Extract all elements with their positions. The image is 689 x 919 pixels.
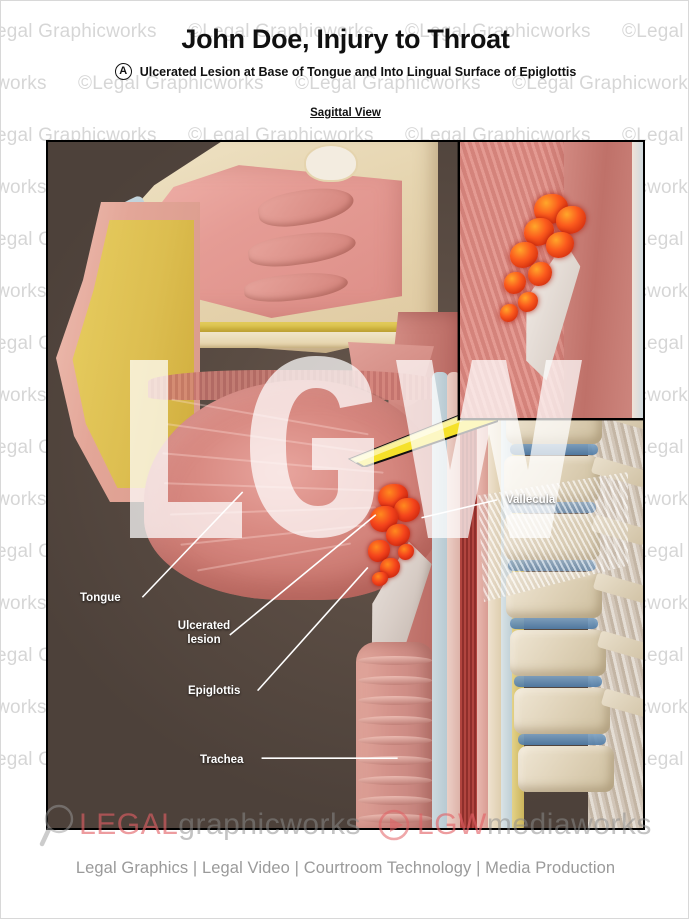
label-trachea[interactable]: Trachea [200, 754, 244, 766]
view-label: Sagittal View [310, 107, 381, 119]
hard-palate [134, 330, 400, 348]
palate-fat [134, 322, 402, 332]
page-title: John Doe, Injury to Throat [181, 24, 510, 54]
label-vallecula[interactable]: Vallecula [506, 494, 556, 506]
header: John Doe, Injury to Throat A Ulcerated L… [1, 1, 688, 119]
marker-a-badge: A [114, 63, 132, 80]
inset-magnified-view [458, 142, 643, 420]
medical-illustration: Tongue Ulcerated lesion Epiglottis Trach… [46, 140, 645, 830]
ulcerated-lesion [364, 482, 430, 590]
vertebral-body [518, 746, 614, 792]
vertebral-body [510, 630, 606, 676]
intervertebral-disc [510, 444, 598, 455]
intervertebral-disc [514, 676, 602, 687]
subtitle-text: Ulcerated Lesion at Base of Tongue and I… [139, 64, 577, 79]
sphenoid-sinus [304, 144, 358, 182]
label-epiglottis[interactable]: Epiglottis [188, 685, 241, 697]
inset-posterior-wall [632, 142, 643, 418]
label-tongue[interactable]: Tongue [80, 592, 121, 604]
vertebral-body [514, 688, 610, 734]
intervertebral-disc [510, 618, 598, 629]
nasal-cavity-anatomy [97, 142, 528, 408]
label-ulcerated-lesion-line2: lesion [187, 633, 221, 646]
subtitle-row: A Ulcerated Lesion at Base of Tongue and… [1, 63, 688, 80]
label-ulcerated-lesion[interactable]: Ulcerated lesion [154, 620, 254, 647]
footer-services-tagline: Legal Graphics | Legal Video | Courtroom… [75, 859, 616, 877]
trachea [356, 642, 434, 828]
label-ulcerated-lesion-line1: Ulcerated [177, 620, 231, 632]
intervertebral-disc [518, 734, 606, 745]
